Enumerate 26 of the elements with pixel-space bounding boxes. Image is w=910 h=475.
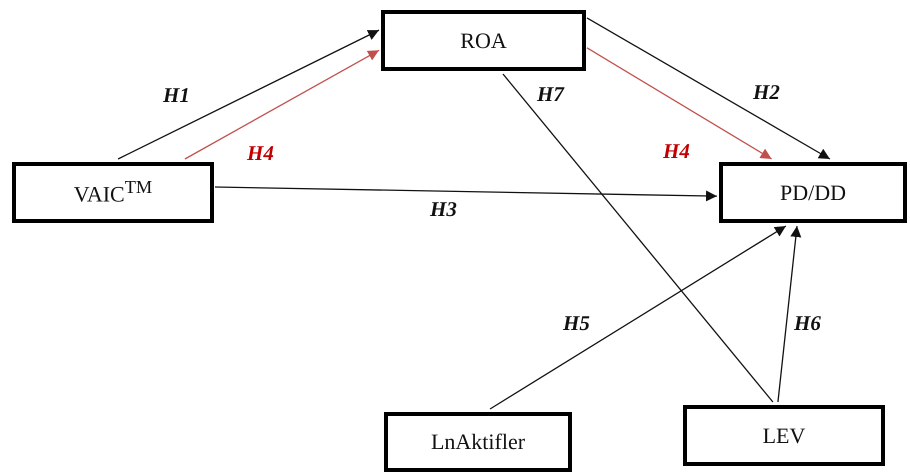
- variable-name: LEV: [762, 422, 806, 448]
- edge-label: H7: [537, 84, 564, 105]
- edge-label: H5: [563, 313, 590, 334]
- edge-label: H6: [794, 313, 821, 334]
- variable-name: ROA: [460, 28, 507, 54]
- variable-name: LnAktifler: [430, 429, 526, 455]
- variable-box: [381, 10, 586, 71]
- arrow: [490, 225, 786, 410]
- arrow: [586, 17, 830, 160]
- arrow: [586, 47, 772, 160]
- edge-label: H4: [247, 143, 274, 164]
- connector-line: [502, 74, 774, 402]
- variable-box: [384, 412, 572, 472]
- variable-name: VAIC$^{TM}$: [74, 177, 152, 208]
- arrow: [214, 186, 718, 202]
- arrow: [118, 30, 380, 160]
- variable-box: [719, 162, 907, 223]
- edge-label: H2: [753, 82, 780, 103]
- edge-label: H1: [163, 85, 190, 106]
- variable-name: PD/DD: [780, 180, 846, 206]
- edge-label: H4: [663, 141, 690, 162]
- variable-box: [12, 162, 214, 223]
- edge-label: H3: [430, 199, 457, 220]
- arrow: [777, 226, 802, 402]
- arrow: [184, 50, 380, 160]
- variable-box: [683, 405, 885, 466]
